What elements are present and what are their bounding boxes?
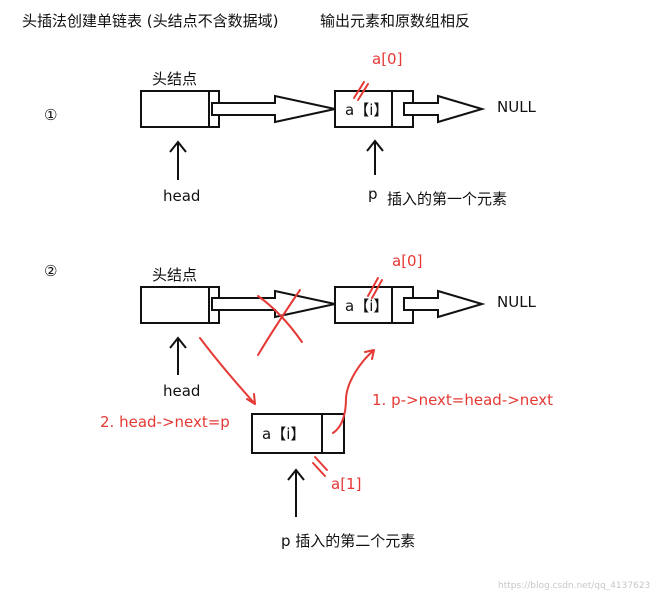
step-2-new-index-label: a[1]	[331, 475, 361, 493]
step-2-head-pointer	[169, 336, 187, 375]
step-1-head-node	[140, 90, 220, 128]
step-1-first-node: a【i】	[334, 90, 414, 128]
step-2-new-node: a【i】	[251, 413, 345, 454]
step-1-p-pointer	[366, 139, 384, 175]
step-1-index-label: a[0]	[372, 50, 402, 68]
step-1-p-label: p	[368, 185, 378, 203]
step-2-p-to-old-arrow	[332, 349, 375, 434]
step-1-index-mark	[353, 81, 369, 101]
step-2-null-arrow	[403, 289, 486, 319]
step-2-old-index-mark	[367, 277, 383, 299]
step-2-old-head-link-arrow	[211, 289, 336, 319]
step-2-op2: 2. head->next=p	[100, 413, 230, 431]
step-2-old-node-text: a【i】	[345, 297, 388, 315]
step-1: ① 头结点 a【i】 NULL a[0] head	[44, 50, 537, 208]
watermark: https://blog.csdn.net/qq_41376237	[498, 581, 650, 591]
step-1-p-desc: 插入的第一个元素	[387, 190, 507, 208]
step-2-head-label: head	[163, 382, 200, 400]
step-2-p-pointer	[287, 468, 305, 517]
step-2-marker: ②	[44, 262, 57, 280]
step-2-head-node	[140, 286, 220, 324]
step-2-cross-mark	[257, 289, 303, 356]
step-1-head-pointer	[169, 140, 187, 180]
step-1-node-text: a【i】	[345, 101, 388, 119]
step-1-head-node-label: 头结点	[152, 70, 197, 88]
step-2-old-index-label: a[0]	[392, 252, 422, 270]
step-2-new-node-text: a【i】	[262, 425, 305, 443]
diagram-subtitle: 输出元素和原数组相反	[320, 12, 470, 30]
diagram-title: 头插法创建单链表 (头结点不含数据域)	[22, 12, 278, 30]
step-2-head-to-p-arrow	[199, 337, 256, 405]
step-1-marker: ①	[44, 106, 57, 124]
step-2-new-index-mark	[312, 456, 328, 477]
step-1-head-link-arrow	[211, 94, 336, 124]
step-1-null-arrow	[403, 94, 486, 124]
step-2-p-desc: p 插入的第二个元素	[281, 532, 415, 550]
step-2: ② 头结点 a【i】 NULL a[0] head	[44, 252, 553, 550]
step-2-null-label: NULL	[497, 293, 537, 311]
step-1-head-label: head	[163, 187, 200, 205]
step-2-head-node-label: 头结点	[152, 266, 197, 284]
step-1-null-label: NULL	[497, 98, 537, 116]
step-2-op1: 1. p->next=head->next	[372, 391, 553, 409]
